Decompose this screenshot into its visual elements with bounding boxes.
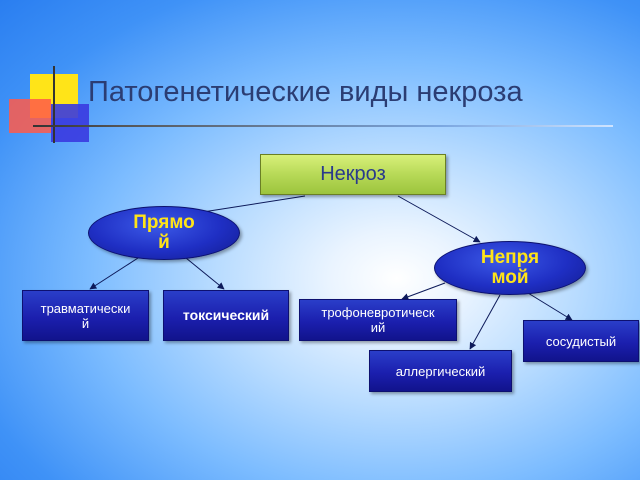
node-direct: Прямо й [88, 206, 240, 260]
node-trophoneurotic: трофоневротическ ий [299, 299, 457, 341]
edge-root-indirect [397, 195, 481, 243]
edge-direct-toxic [185, 257, 225, 290]
node-traumatic: травматически й [22, 290, 149, 341]
edge-indirect-trophoneurotic [401, 282, 446, 301]
title-underline [33, 125, 613, 127]
node-necrosis: Некроз [260, 154, 446, 195]
edge-indirect-allergic [469, 294, 501, 350]
decor-vertical-line [53, 66, 55, 143]
decor-red-square [9, 99, 51, 133]
node-vascular: сосудистый [523, 320, 639, 362]
node-allergic: аллергический [369, 350, 512, 392]
slide-title: Патогенетические виды некроза [88, 76, 523, 108]
edge-direct-traumatic [89, 257, 139, 290]
node-toxic: токсический [163, 290, 289, 341]
edge-indirect-vascular [527, 292, 573, 321]
decor-blue-square [51, 104, 89, 142]
node-indirect: Непря мой [434, 241, 586, 295]
